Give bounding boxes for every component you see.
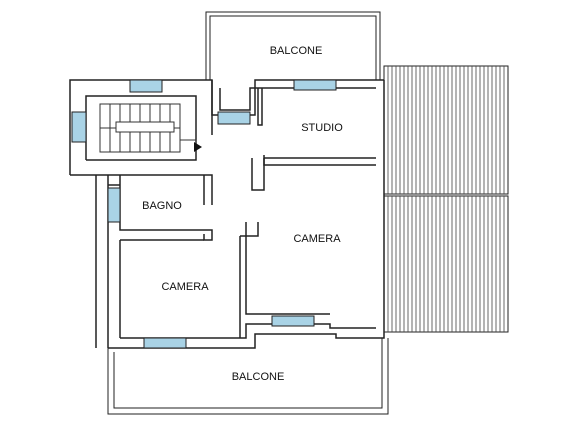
window-camera-right [271, 315, 315, 327]
label-bagno: BAGNO [142, 200, 182, 212]
window-studio [293, 79, 337, 91]
terrace-right [383, 65, 509, 333]
stair-arrow-icon [194, 142, 202, 152]
window-stair-top [129, 79, 163, 93]
label-balcone-bottom: BALCONE [232, 371, 285, 383]
label-camera-left: CAMERA [161, 281, 209, 293]
balcone-bottom-railing [107, 338, 389, 415]
label-studio: STUDIO [301, 122, 343, 134]
staircase [99, 103, 197, 153]
window-balcony-top [217, 111, 251, 125]
balcone-top-railing [205, 11, 381, 80]
interior-walls [70, 88, 376, 338]
window-bagno [107, 187, 121, 223]
windows [71, 79, 337, 349]
window-stair-left [71, 111, 87, 143]
label-camera-right: CAMERA [293, 233, 341, 245]
label-balcone-top: BALCONE [270, 45, 323, 57]
window-camera-left [143, 337, 187, 349]
